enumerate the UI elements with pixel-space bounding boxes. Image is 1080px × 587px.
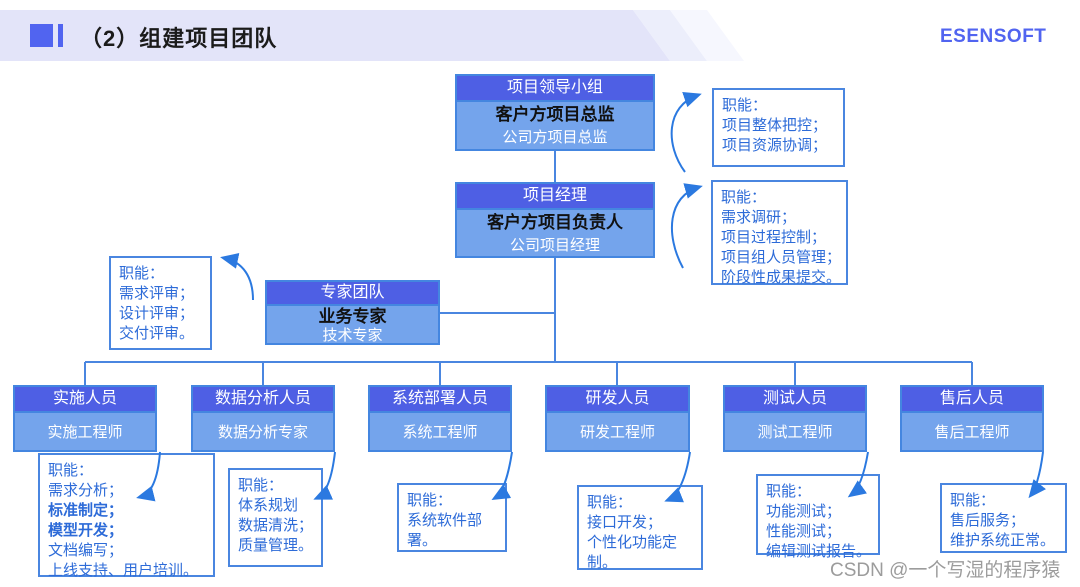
callout-testing-duties: 职能： 功能测试； 性能测试； 编辑测试报告。 — [756, 474, 880, 560]
callout-line: 职能： — [48, 462, 94, 479]
box-role: 数据分析专家 — [217, 424, 308, 441]
callout-line: 需求评审； — [119, 285, 195, 302]
callout-rnd-duties: 职能： 接口开发； 个性化功能定 制。 — [577, 485, 703, 571]
box-role-primary: 客户方项目负责人 — [487, 213, 623, 232]
callout-line: 需求分析； — [48, 482, 124, 499]
box-team-implementation: 实施人员 实施工程师 — [13, 385, 157, 452]
callout-line: 职能： — [407, 492, 453, 509]
box-team-data-analysis: 数据分析人员 数据分析专家 — [191, 385, 335, 452]
box-title: 研发人员 — [547, 387, 688, 413]
box-role-primary: 业务专家 — [318, 307, 387, 326]
callout-line: 上线支持、用户培训。 — [48, 562, 199, 579]
callout-manager-duties: 职能： 需求调研； 项目过程控制； 项目组人员管理； 阶段性成果提交。 — [711, 180, 848, 286]
callout-line: 模型开发； — [48, 522, 124, 539]
page-title: （2）组建项目团队 — [80, 26, 278, 51]
callout-line: 售后服务； — [950, 512, 1026, 529]
box-expert-team: 专家团队 业务专家 技术专家 — [265, 280, 440, 345]
box-role-primary: 客户方项目总监 — [495, 105, 615, 124]
title-accent-square-icon — [30, 24, 53, 47]
callout-line: 质量管理。 — [238, 537, 314, 554]
callout-deployment-duties: 职能： 系统软件部 署。 — [397, 483, 507, 552]
box-role-secondary: 技术专家 — [322, 327, 383, 344]
callout-leader-duties: 职能： 项目整体把控； 项目资源协调； — [712, 88, 845, 167]
box-role: 系统工程师 — [402, 424, 478, 441]
box-title: 测试人员 — [725, 387, 865, 413]
callout-line: 职能： — [722, 97, 768, 114]
header-band-main — [0, 10, 670, 61]
callout-line: 交付评审。 — [119, 325, 195, 342]
callout-line: 设计评审； — [119, 305, 195, 322]
box-role-secondary: 公司方项目总监 — [502, 129, 608, 146]
callout-data-analysis-duties: 职能： 体系规划 数据清洗； 质量管理。 — [228, 468, 323, 567]
callout-line: 编辑测试报告。 — [766, 543, 872, 560]
watermark: CSDN @一个写湿的程序猿 — [830, 560, 1061, 581]
box-team-deployment: 系统部署人员 系统工程师 — [368, 385, 512, 452]
callout-expert-duties: 职能： 需求评审； 设计评审； 交付评审。 — [109, 256, 212, 350]
box-project-manager: 项目经理 客户方项目负责人 公司项目经理 — [455, 182, 655, 258]
callout-line: 项目整体把控； — [722, 117, 828, 134]
callout-line: 职能： — [238, 477, 284, 494]
box-title: 实施人员 — [15, 387, 155, 413]
callout-line: 职能： — [587, 494, 633, 511]
box-team-aftersales: 售后人员 售后工程师 — [900, 385, 1044, 452]
callout-line: 数据清洗； — [238, 517, 314, 534]
callout-line: 体系规划 — [238, 497, 299, 514]
box-title: 项目领导小组 — [457, 76, 653, 102]
box-title: 数据分析人员 — [193, 387, 333, 413]
callout-aftersales-duties: 职能： 售后服务； 维护系统正常。 — [940, 483, 1067, 553]
callout-line: 标准制定； — [48, 502, 124, 519]
callout-implementation-duties: 职能： 需求分析； 标准制定； 模型开发； 文档编写； 上线支持、用户培训。 — [38, 453, 215, 579]
callout-line: 职能： — [119, 265, 165, 282]
box-role-secondary: 公司项目经理 — [509, 237, 600, 254]
brand-logo: ESENSOFT — [940, 26, 1047, 47]
box-title: 系统部署人员 — [370, 387, 510, 413]
box-role: 售后工程师 — [934, 424, 1010, 441]
callout-line: 性能测试； — [766, 523, 842, 540]
box-title: 项目经理 — [457, 184, 653, 210]
callout-line: 阶段性成果提交。 — [721, 269, 842, 286]
box-role: 实施工程师 — [47, 424, 123, 441]
callout-line: 项目资源协调； — [722, 137, 828, 154]
box-title: 售后人员 — [902, 387, 1042, 413]
callout-line: 系统软件部 — [407, 512, 483, 529]
callout-line: 功能测试； — [766, 503, 842, 520]
box-role: 测试工程师 — [757, 424, 833, 441]
callout-line: 署。 — [407, 532, 438, 549]
box-project-leader-group: 项目领导小组 客户方项目总监 公司方项目总监 — [455, 74, 655, 151]
callout-line: 接口开发； — [587, 514, 663, 531]
callout-line: 制。 — [587, 554, 618, 571]
callout-line: 维护系统正常。 — [950, 532, 1056, 549]
callout-line: 职能： — [721, 189, 767, 206]
callout-line: 职能： — [766, 483, 812, 500]
callout-line: 文档编写； — [48, 542, 124, 559]
title-accent-bar-icon — [58, 24, 63, 47]
callout-line: 个性化功能定 — [587, 534, 678, 551]
header-band: （2）组建项目团队 — [0, 10, 760, 61]
callout-line: 项目组人员管理； — [721, 249, 842, 266]
callout-line: 职能： — [950, 492, 996, 509]
box-title: 专家团队 — [267, 282, 438, 306]
box-team-rnd: 研发人员 研发工程师 — [545, 385, 690, 452]
box-team-testing: 测试人员 测试工程师 — [723, 385, 867, 452]
box-role: 研发工程师 — [579, 424, 655, 441]
callout-line: 项目过程控制； — [721, 229, 827, 246]
callout-line: 需求调研； — [721, 209, 797, 226]
